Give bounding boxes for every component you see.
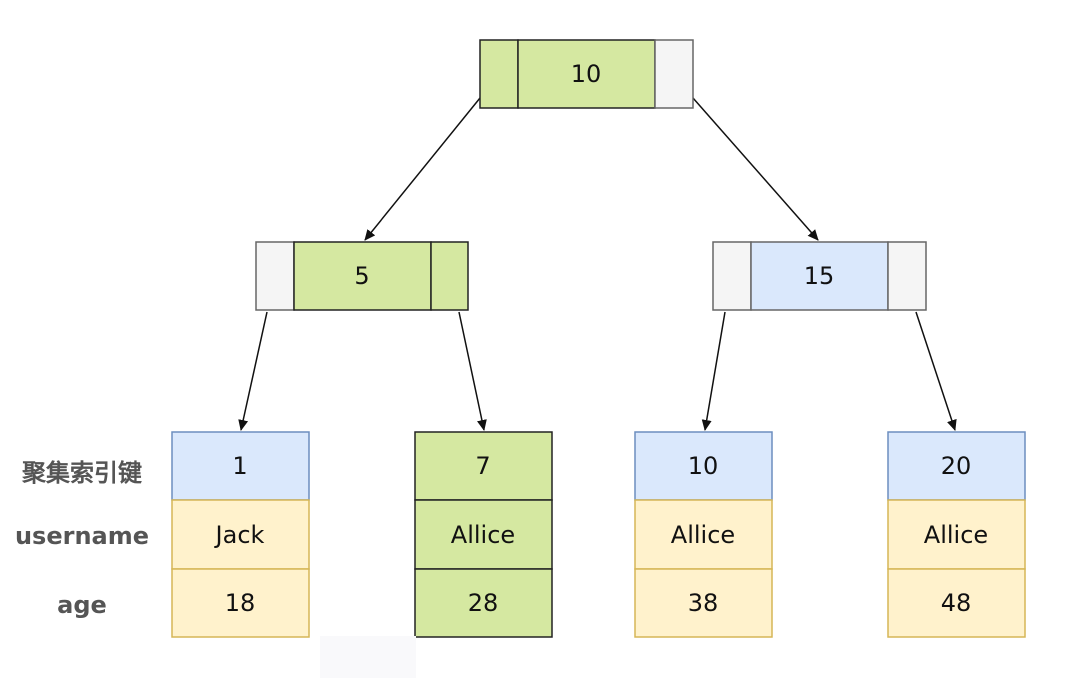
- tree-edges: [238, 97, 957, 431]
- leaf-4-key-text: 20: [941, 452, 972, 480]
- internal-node-left: 5: [255, 241, 469, 311]
- leaf-3-key-cell: [634, 431, 773, 501]
- leaf-1-username-cell: [171, 499, 310, 570]
- right-pointer-cell-left: [712, 241, 752, 311]
- leaf-4-age-cell: [887, 568, 1026, 638]
- leaf-3-username-cell: [634, 499, 773, 570]
- left-pointer-cell-left: [255, 241, 295, 311]
- edge-root-to-left: [364, 97, 481, 241]
- internal-node-right: 15: [712, 241, 927, 311]
- edge-root-to-right: [692, 97, 819, 241]
- edge-left-to-leaf-2: [458, 311, 487, 431]
- edge-left-to-leaf-1: [238, 311, 268, 431]
- leaf-3-key-text: 10: [688, 452, 719, 480]
- root-pointer-cell-left: [479, 39, 519, 109]
- leaf-1-age-text: 18: [225, 589, 256, 617]
- row-label-age: age: [57, 591, 107, 619]
- leaf-4-username-cell: [887, 499, 1026, 570]
- root-node: 10: [479, 39, 694, 109]
- internal-left-key-text: 5: [354, 262, 369, 290]
- leaf-3-age-cell: [634, 568, 773, 638]
- leaf-4-key-cell: [887, 431, 1026, 501]
- leaf-node-3: 10 Allice 38: [634, 431, 773, 638]
- left-pointer-cell-right: [430, 241, 469, 311]
- leaf-2-age-cell: [414, 568, 553, 638]
- leaf-1-key-text: 1: [232, 452, 247, 480]
- leaf-2-key-text: 7: [475, 452, 490, 480]
- right-pointer-cell-right: [887, 241, 927, 311]
- edge-right-to-leaf-4: [915, 311, 957, 431]
- leaf-4-age-text: 48: [941, 589, 972, 617]
- internal-right-key-text: 15: [804, 262, 835, 290]
- background-fade-patch: [320, 636, 416, 678]
- root-key-cell: [517, 39, 656, 109]
- leaf-2-key-cell: [414, 431, 553, 501]
- leaf-3-age-text: 38: [688, 589, 719, 617]
- leaf-1-username-text: Jack: [214, 521, 265, 549]
- edge-right-to-leaf-3: [701, 311, 726, 431]
- leaf-1-age-cell: [171, 568, 310, 638]
- row-label-username: username: [14, 522, 150, 550]
- row-label-clustered-key: 聚集索引键: [22, 459, 142, 487]
- leaf-node-4: 20 Allice 48: [887, 431, 1026, 638]
- leaf-node-2: 7 Allice 28: [414, 431, 553, 638]
- leaf-4-username-text: Allice: [924, 521, 988, 549]
- root-pointer-cell-right: [654, 39, 694, 109]
- leaf-2-age-text: 28: [468, 589, 499, 617]
- leaf-1-key-cell: [171, 431, 310, 501]
- leaf-2-username-cell: [414, 499, 553, 570]
- leaf-2-username-text: Allice: [451, 521, 515, 549]
- leaf-3-username-text: Allice: [671, 521, 735, 549]
- leaf-node-1: 1 Jack 18: [171, 431, 310, 638]
- root-key-text: 10: [571, 60, 602, 88]
